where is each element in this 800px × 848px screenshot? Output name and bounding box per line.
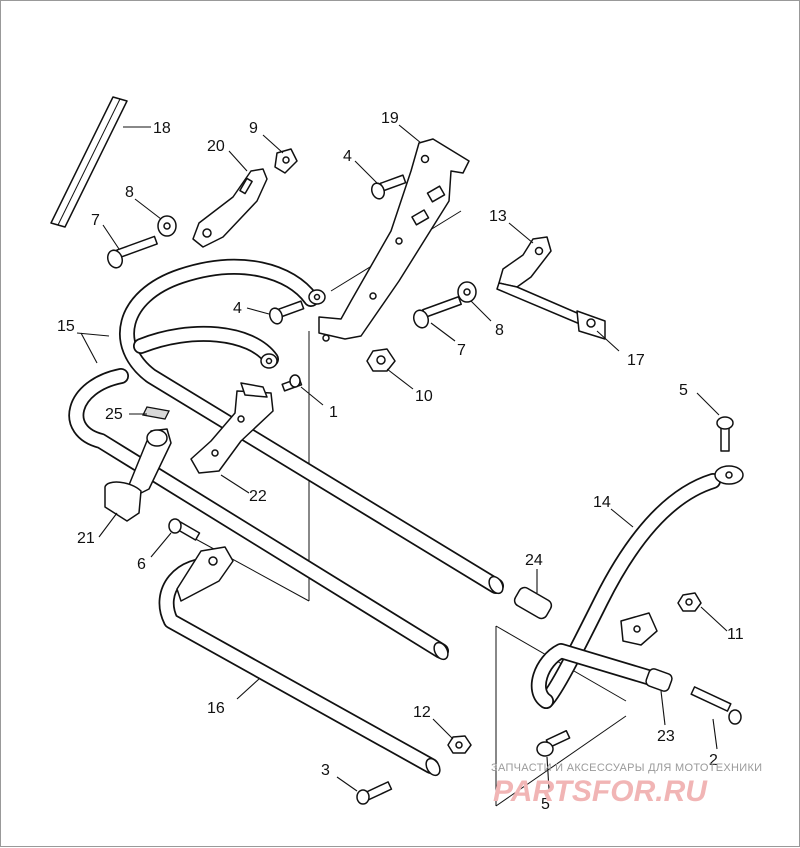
callout-5-upper: 5 [679, 382, 688, 399]
callout-8-right: 8 [495, 322, 504, 339]
callout-25: 25 [105, 406, 123, 423]
callout-19: 19 [381, 110, 399, 127]
callout-7-right: 7 [457, 342, 466, 359]
part-15-crash-bar [68, 258, 504, 661]
part-8-washer-left [157, 215, 177, 237]
part-12-nut [447, 735, 472, 754]
part-10-nut [366, 348, 396, 372]
part-22-clamp [190, 382, 274, 474]
watermark-tagline: ЗАПЧАСТИ И АКСЕССУАРЫ ДЛЯ МОТОТЕХНИКИ [491, 762, 762, 774]
callout-5-lower: 5 [541, 796, 550, 813]
part-21-mount-post [104, 428, 172, 522]
part-6-bolt [168, 518, 201, 541]
callout-10: 10 [415, 388, 433, 405]
part-20-bracket [192, 168, 268, 248]
part-8-washer-right [457, 281, 477, 303]
part-11-nut [677, 592, 702, 612]
part-9-clip-nut [274, 148, 298, 174]
part-1-bolt [281, 374, 303, 392]
callout-3: 3 [321, 762, 330, 779]
part-23-spacer [645, 668, 673, 692]
part-24-spacer [513, 586, 553, 620]
part-2-bolt [690, 686, 742, 725]
callout-2: 2 [709, 752, 718, 769]
callout-22: 22 [249, 488, 267, 505]
callout-11: 11 [727, 626, 744, 643]
part-19-bracket [318, 138, 470, 342]
part-5-bolt-upper [716, 416, 734, 452]
callout-9: 9 [249, 120, 258, 137]
callout-8-left: 8 [125, 184, 134, 201]
part-16-lower-bar [158, 546, 441, 777]
part-4-bolt-lower [268, 300, 305, 325]
part-14-side-bar [530, 465, 744, 709]
part-7-bolt-left [106, 235, 158, 269]
construction-lines [180, 210, 627, 807]
callout-1: 1 [329, 404, 338, 421]
callout-18: 18 [153, 120, 171, 137]
part-7-bolt-right [412, 295, 462, 329]
part-5-bolt-lower [536, 729, 571, 757]
part-18-strip [50, 96, 128, 228]
callout-24: 24 [525, 552, 543, 569]
callout-7-left: 7 [91, 212, 100, 229]
callout-4-lower: 4 [233, 300, 242, 317]
callout-14: 14 [593, 494, 611, 511]
callout-6: 6 [137, 556, 146, 573]
callout-21: 21 [77, 530, 95, 547]
callout-20: 20 [207, 138, 225, 155]
callout-4-upper: 4 [343, 148, 352, 165]
callout-23: 23 [657, 728, 675, 745]
part-13-bracket [496, 236, 592, 328]
watermark-logo: PARTSFOR.RU [493, 775, 708, 808]
callout-17: 17 [627, 352, 645, 369]
part-25-pad [142, 406, 170, 420]
callout-13: 13 [489, 208, 507, 225]
part-4-bolt-upper [370, 174, 407, 200]
watermark: ЗАПЧАСТИ И АКСЕССУАРЫ ДЛЯ МОТОТЕХНИКИ PA… [491, 762, 762, 808]
callout-labels: 18 20 9 8 7 4 19 4 13 8 7 17 15 10 1 25 … [57, 110, 744, 813]
part-3-bolt [356, 781, 393, 805]
callout-15: 15 [57, 318, 75, 335]
callout-16: 16 [207, 700, 225, 717]
leader-lines [76, 124, 728, 792]
callout-12: 12 [413, 704, 431, 721]
